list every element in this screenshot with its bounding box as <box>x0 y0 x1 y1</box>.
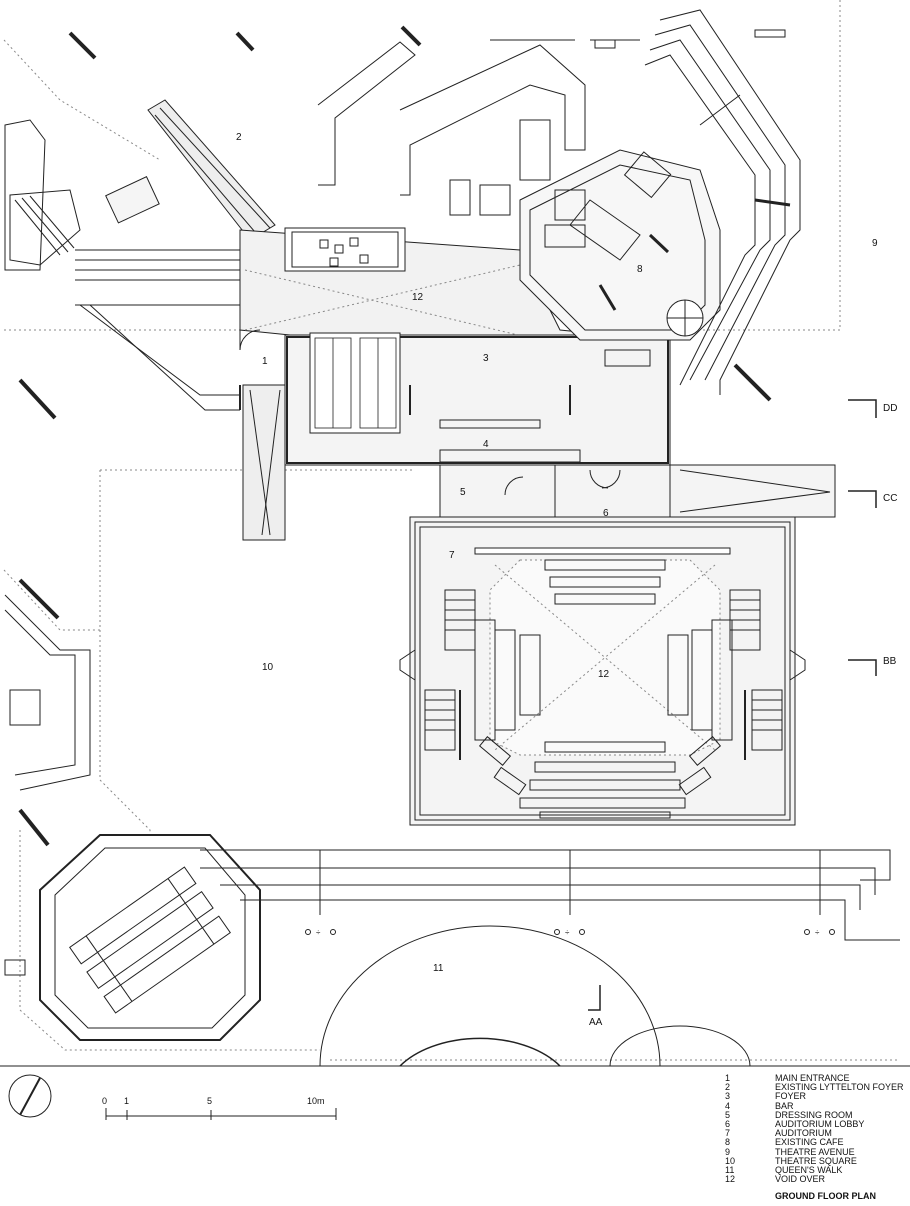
left-walkways <box>75 249 240 411</box>
legend-text: QUEEN'S WALK <box>775 1165 843 1176</box>
scale-tick-1: 1 <box>124 1096 130 1106</box>
legend-item: 9 THEATRE AVENUE <box>725 1146 904 1157</box>
upper-table-room <box>284 227 406 272</box>
drawing-title: GROUND FLOOR PLAN <box>775 1191 876 1201</box>
scale-bar <box>105 1108 337 1120</box>
theatre-avenue-steps <box>644 9 801 402</box>
legend-num: 7 <box>725 1128 731 1139</box>
legend-text: AUDITORIUM LOBBY <box>775 1119 865 1130</box>
foyer-block <box>239 329 671 466</box>
legend-item: 3 FOYER <box>725 1092 904 1101</box>
legend-num: 6 <box>725 1119 731 1130</box>
svg-text:÷: ÷ <box>565 928 570 937</box>
legend-text: MAIN ENTRANCE <box>775 1073 850 1083</box>
legend-num: 5 <box>725 1109 731 1120</box>
legend-item: 4 BAR <box>725 1100 904 1111</box>
scale-tick-5: 5 <box>207 1096 213 1106</box>
legend-num: 3 <box>725 1091 731 1102</box>
label-lyttelton-foyer: 2 <box>236 132 242 143</box>
existing-cafe <box>519 149 721 341</box>
legend-num: 10 <box>725 1155 736 1166</box>
legend-num: 2 <box>725 1082 731 1093</box>
label-theatre-avenue: 9 <box>872 238 878 249</box>
legend-item: 2 EXISTING LYTTELTON FOYER <box>725 1082 904 1093</box>
label-bar: 4 <box>483 439 489 450</box>
cc-walkway <box>669 464 836 518</box>
label-auditorium-lobby: 6 <box>603 508 609 519</box>
label-void-upper: 12 <box>412 292 424 303</box>
legend-text: AUDITORIUM <box>775 1128 832 1139</box>
section-aa-label: AA <box>589 1017 603 1028</box>
legend-text: THEATRE AVENUE <box>775 1146 855 1157</box>
legend-text: EXISTING LYTTELTON FOYER <box>775 1082 904 1093</box>
label-foyer: 3 <box>483 353 489 364</box>
theatre-square-left <box>4 378 91 791</box>
section-bb-label: BB <box>883 656 897 667</box>
entrance-ramp <box>242 384 286 541</box>
queens-walk-terraces: ÷ ÷ ÷ <box>200 849 900 1067</box>
svg-text:÷: ÷ <box>815 928 820 937</box>
legend-item: 10 THEATRE SQUARE <box>725 1155 904 1166</box>
label-queens-walk: 11 <box>433 963 444 974</box>
label-existing-cafe: 8 <box>637 264 643 275</box>
auditorium <box>399 516 806 826</box>
section-markers <box>588 399 877 1011</box>
legend-item: 12 VOID OVER <box>725 1175 904 1184</box>
legend-text: BAR <box>775 1100 794 1111</box>
dressing-lobby <box>439 464 671 518</box>
label-void-auditorium: 12 <box>598 669 610 680</box>
lyttelton-ramp <box>147 99 276 241</box>
scale-tick-0: 0 <box>102 1096 108 1106</box>
legend-item: 7 AUDITORIUM <box>725 1129 904 1138</box>
legend-item: 1 MAIN ENTRANCE <box>725 1073 904 1083</box>
site-boundary-dashed <box>3 0 900 1061</box>
label-auditorium: 7 <box>449 550 455 561</box>
legend-item: 5 DRESSING ROOM <box>725 1109 904 1120</box>
label-dressing-room: 5 <box>460 487 466 498</box>
legend-num: 9 <box>725 1146 731 1157</box>
legend-num: 12 <box>725 1174 736 1185</box>
top-seating <box>68 25 786 221</box>
lyttelton-stair <box>4 119 160 271</box>
legend-item: 6 AUDITORIUM LOBBY <box>725 1119 904 1130</box>
queens-walk-stair <box>4 808 261 1041</box>
scale-tick-10m: 10m <box>307 1096 325 1106</box>
legend-text: DRESSING ROOM <box>775 1109 853 1120</box>
section-cc-label: CC <box>883 493 898 504</box>
legend-text: THEATRE SQUARE <box>775 1155 857 1166</box>
svg-text:÷: ÷ <box>316 928 321 937</box>
legend-num: 11 <box>725 1165 735 1176</box>
legend-num: 4 <box>725 1100 731 1111</box>
legend-text: FOYER <box>775 1091 807 1102</box>
section-dd-label: DD <box>883 403 898 414</box>
label-theatre-square: 10 <box>262 662 274 673</box>
legend-text: VOID OVER <box>775 1174 826 1185</box>
label-main-entrance: 1 <box>262 356 268 367</box>
legend-item: 8 EXISTING CAFE <box>725 1138 904 1147</box>
legend-item: 11 QUEEN'S WALK <box>725 1165 904 1176</box>
north-arrow-icon <box>8 1074 52 1118</box>
legend-text: EXISTING CAFE <box>775 1137 844 1148</box>
legend-num: 1 <box>725 1073 731 1083</box>
legend: 1 MAIN ENTRANCE 2 EXISTING LYTTELTON FOYER… <box>725 1073 904 1184</box>
legend-num: 8 <box>725 1137 731 1148</box>
